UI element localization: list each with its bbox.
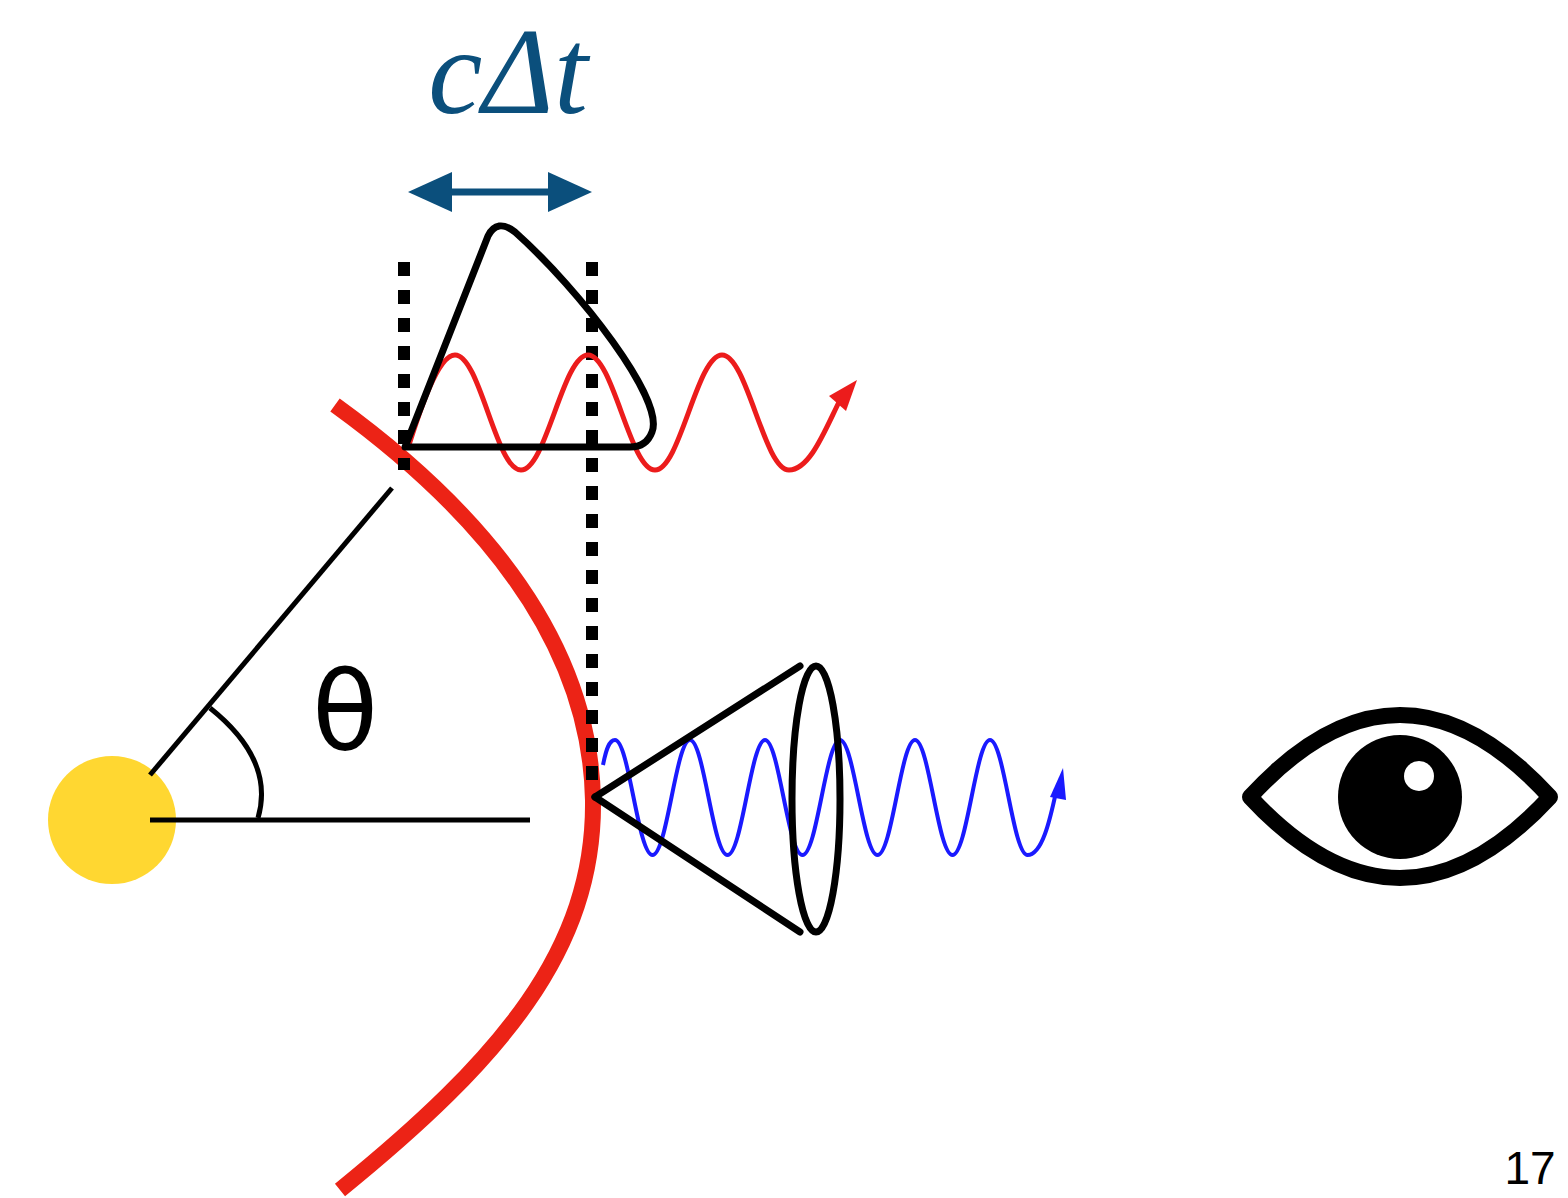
beam-cone [595,666,800,797]
angle-label: θ [312,658,378,766]
beam-cone [792,666,840,932]
eye-highlight [1404,761,1434,791]
eye-iris [1338,735,1462,859]
arrow-head [829,380,857,411]
red-wave [408,355,840,470]
blue-wave [603,740,1056,855]
eye-icon [1250,715,1550,878]
dotted-guide [586,262,598,792]
arrow-head [548,172,592,212]
span-arrow [440,189,560,196]
angle-arc [210,708,262,818]
shock-front [335,405,593,1190]
slide-number: 17 [1504,1145,1555,1191]
arrow-head [408,172,452,212]
beam-cone [405,226,653,447]
arrow-head [1050,768,1066,800]
axis-line [150,818,530,823]
beam-cone [595,797,800,932]
radius-line [150,488,392,775]
duration-label: cΔt [428,11,588,133]
